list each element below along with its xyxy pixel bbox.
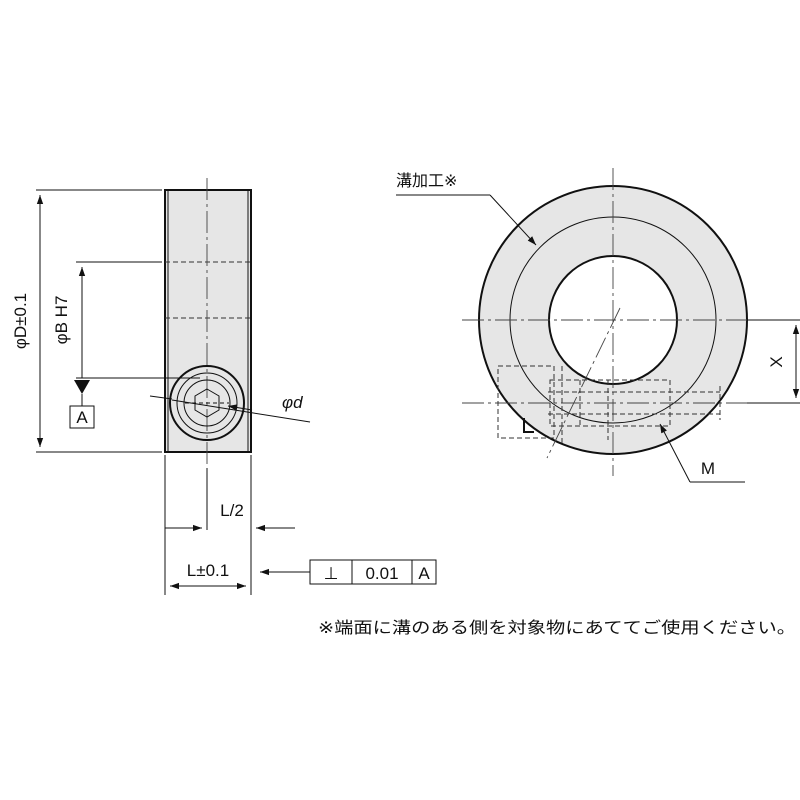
label-length-L: L±0.1 <box>187 561 229 580</box>
dimension-d: φd <box>171 393 311 423</box>
usage-note: ※端面に溝のある側を対象物にあててご使用ください。 <box>318 618 796 637</box>
label-dia-B: φB H7 <box>52 296 71 345</box>
label-datum-A: A <box>76 408 88 427</box>
label-half-L: L/2 <box>220 501 244 520</box>
datum-triangle <box>74 380 90 394</box>
label-dim-X: X <box>767 356 786 367</box>
groove-callout: 溝加工※ <box>396 171 537 246</box>
side-view <box>149 178 252 468</box>
tolerance-datum: A <box>418 564 430 583</box>
tolerance-symbol: ⊥ <box>324 564 339 583</box>
tolerance-frame: ⊥ 0.01 A <box>260 559 437 585</box>
front-view <box>462 168 764 476</box>
thread-callout: M <box>659 423 745 483</box>
label-dia-D: φD±0.1 <box>11 293 30 349</box>
dimension-X: X <box>747 319 800 404</box>
dimension-B: φB H7 A <box>52 261 200 429</box>
hex-socket-screw <box>169 365 245 441</box>
collar-body-side <box>164 189 252 453</box>
hidden-tapped-hole <box>497 365 721 446</box>
label-groove: 溝加工※ <box>396 171 457 190</box>
dimension-D: φD±0.1 <box>11 189 162 453</box>
label-dia-d: φd <box>282 393 303 412</box>
dimension-half-L: L/2 <box>164 455 295 595</box>
dimension-L: L±0.1 <box>170 561 246 590</box>
tolerance-value: 0.01 <box>365 564 398 583</box>
label-thread-M: M <box>701 459 715 478</box>
